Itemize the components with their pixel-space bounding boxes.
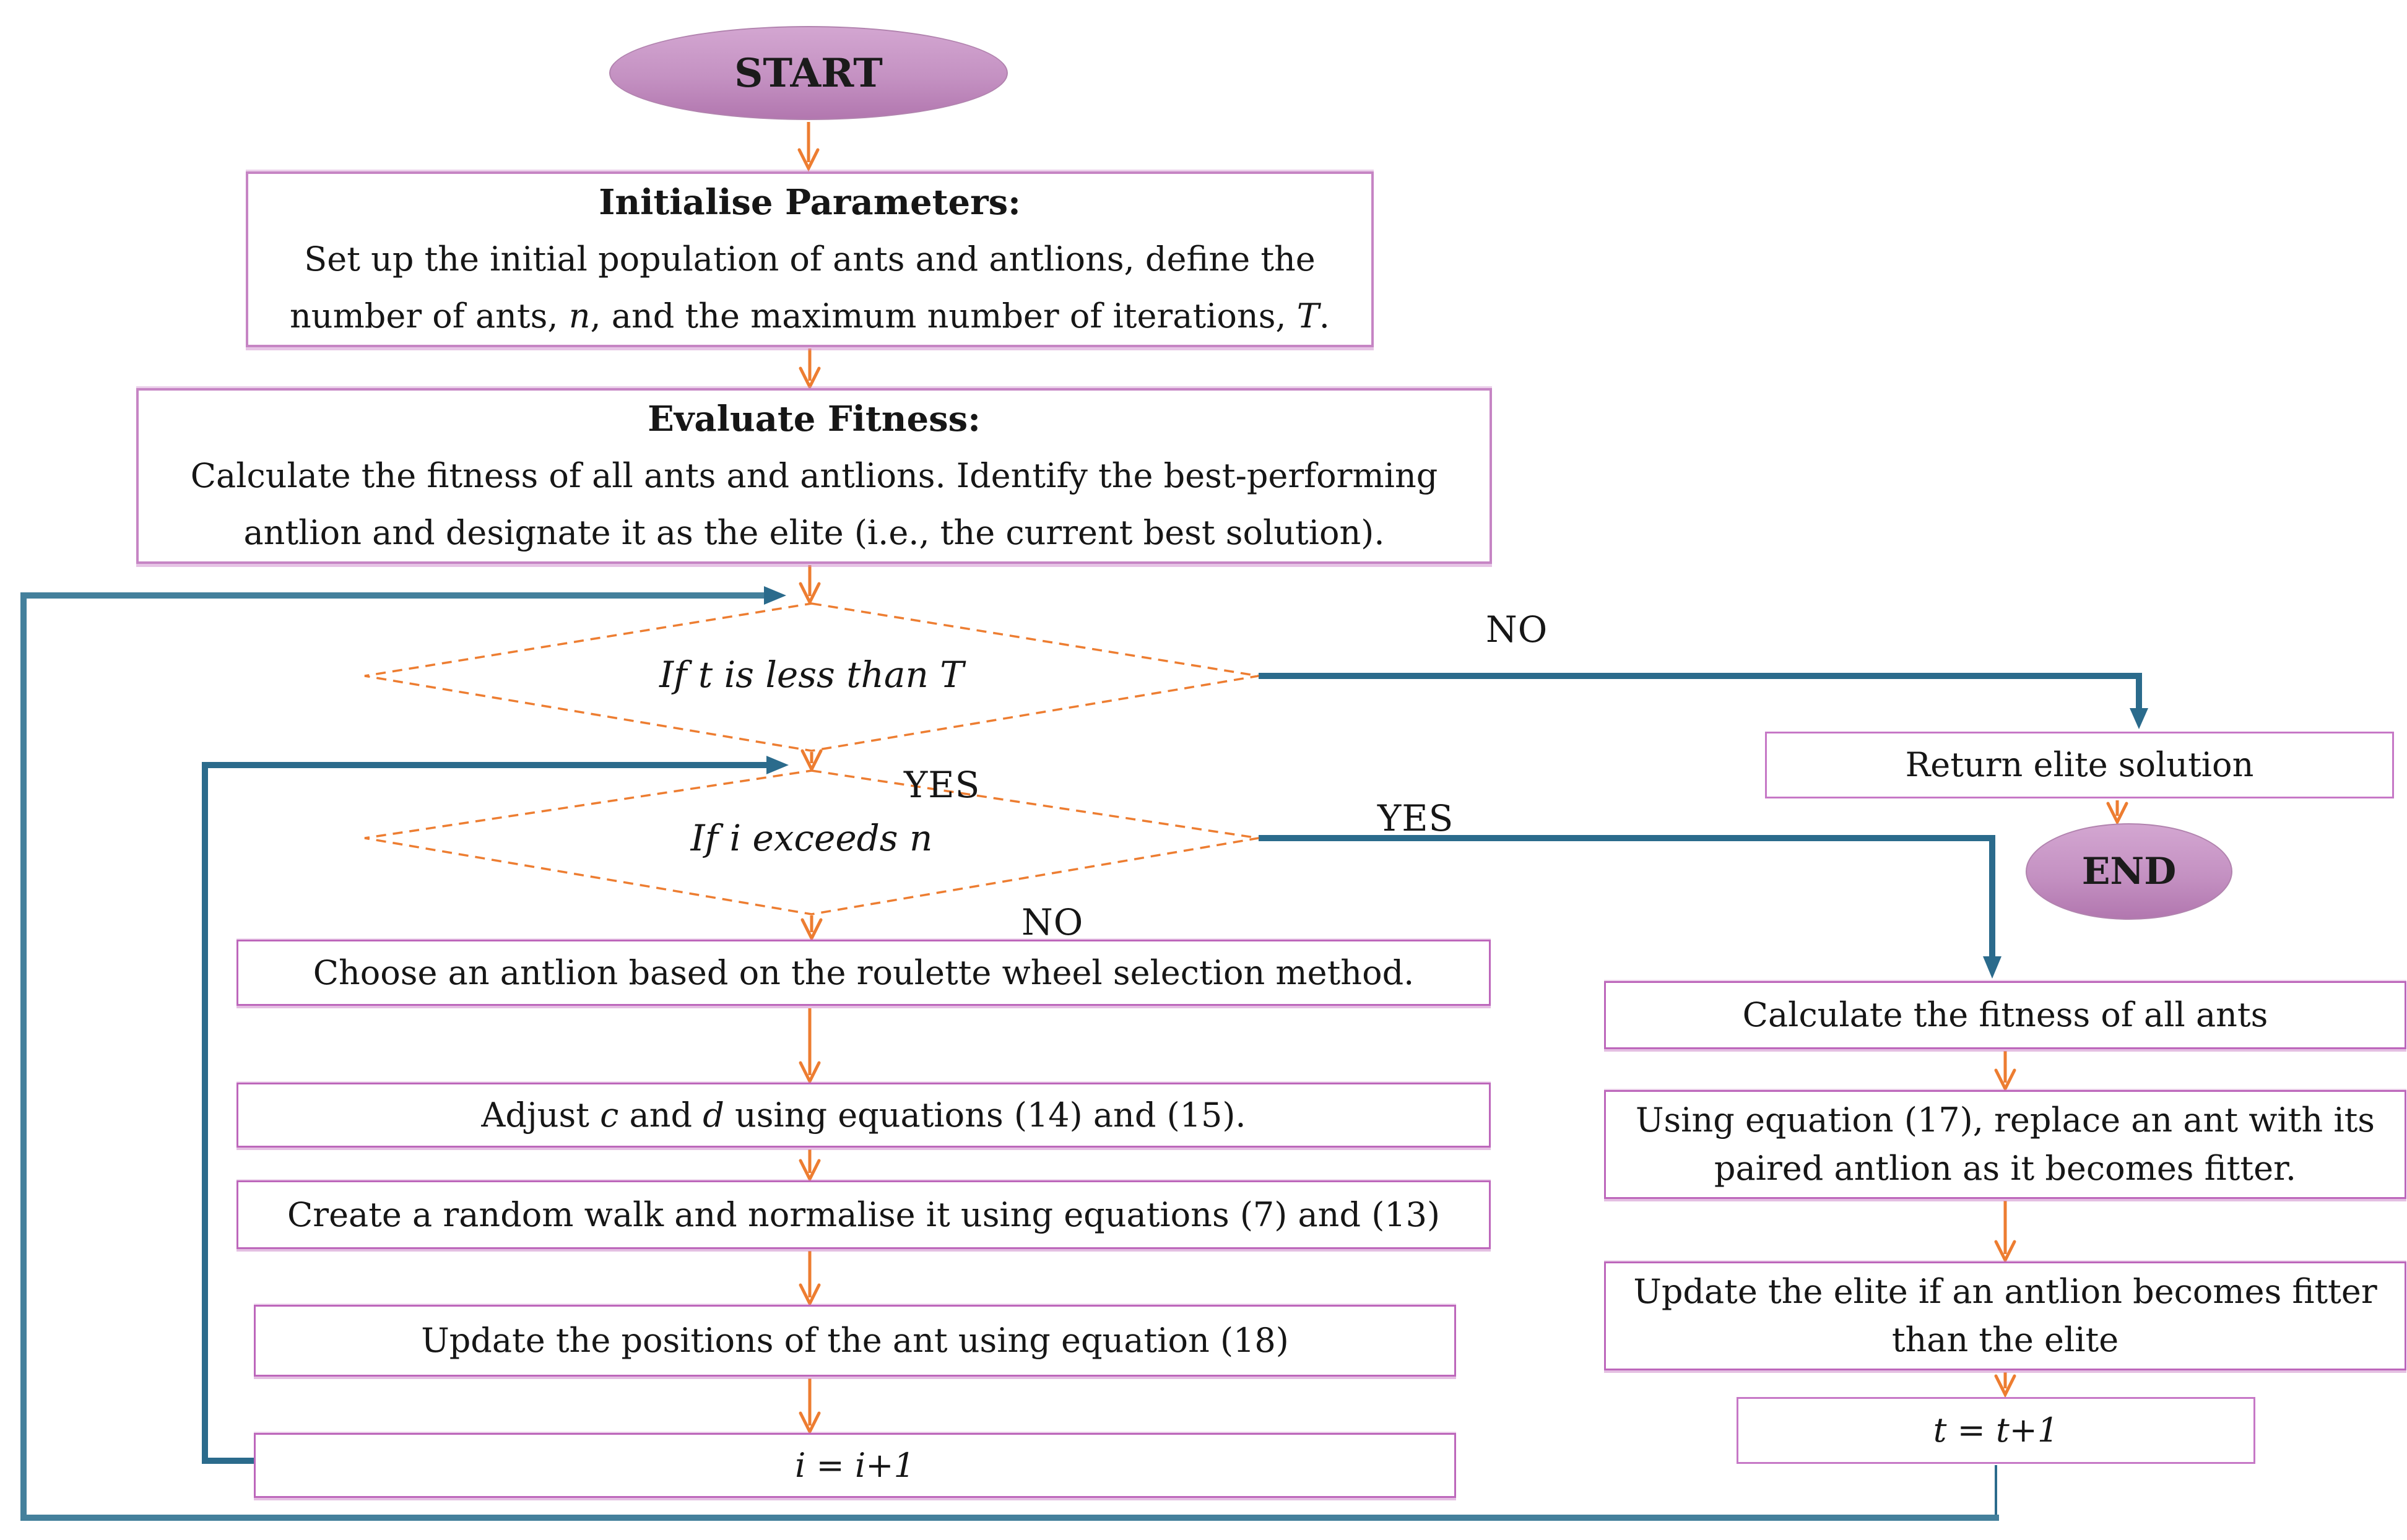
end-label: END: [2081, 850, 2177, 893]
arrow-d1-yes-to-d2: [800, 749, 823, 773]
t-increment-text: t = t+1: [1933, 1411, 2059, 1450]
adjust-c-d-box: Adjust c and d using equations (14) and …: [236, 1083, 1491, 1148]
arrow-calc-to-replace: [1994, 1051, 2016, 1092]
var-n: n: [568, 296, 591, 335]
start-terminal: START: [609, 26, 1008, 120]
var-c: c: [600, 1095, 619, 1135]
replace-ant-line2: paired antlion as it becomes fitter.: [1714, 1149, 2297, 1188]
arrow-adjust-to-random-walk: [799, 1149, 821, 1183]
evaluate-line1: Calculate the fitness of all ants and an…: [190, 456, 1438, 495]
i-increment-text: i = i+1: [795, 1445, 915, 1485]
t-increment-box: t = t+1: [1737, 1397, 2255, 1464]
arrow-replace-to-update-elite: [1994, 1201, 2016, 1264]
var-T: T: [1296, 296, 1319, 335]
update-elite-box: Update the elite if an antlion becomes f…: [1604, 1261, 2406, 1370]
i-increment-box: i = i+1: [254, 1433, 1456, 1498]
arrow-random-walk-to-update-positions: [799, 1251, 821, 1307]
replace-ant-box: Using equation (17), replace an ant with…: [1604, 1090, 2406, 1199]
loop-outer-arrowhead: [764, 586, 786, 605]
adjust-c-d-text: Adjust c and d using equations (14) and …: [481, 1095, 1246, 1135]
arrow-return-to-end: [2106, 800, 2128, 826]
branch-d2-yes: [1259, 835, 1995, 956]
arrow-start-to-initialise: [797, 122, 820, 172]
branch-d2-yes-arrowhead: [1983, 956, 2001, 979]
d1-no-label: NO: [1486, 608, 1548, 651]
loop-inner: [202, 762, 766, 1464]
initialise-parameters-box: Initialise Parameters: Set up the initia…: [246, 171, 1374, 347]
d2-no-label: NO: [1021, 901, 1084, 943]
initialise-title: Initialise Parameters:: [599, 182, 1021, 223]
loop-outer: [20, 592, 1999, 1521]
choose-antlion-box: Choose an antlion based on the roulette …: [236, 940, 1491, 1006]
choose-antlion-text: Choose an antlion based on the roulette …: [313, 953, 1415, 992]
arrow-update-elite-to-t-increment: [1994, 1372, 2016, 1398]
d1-yes-label: YES: [904, 764, 981, 806]
d2-yes-label: YES: [1377, 797, 1454, 839]
arrow-evaluate-to-d1: [799, 565, 821, 606]
start-label: START: [734, 50, 883, 97]
update-positions-text: Update the positions of the ant using eq…: [421, 1321, 1289, 1360]
initialise-line2: number of ants, n, and the maximum numbe…: [290, 296, 1330, 335]
branch-d1-no: [1259, 673, 2142, 708]
evaluate-title: Evaluate Fitness:: [648, 399, 981, 439]
decision-diamond-i-exceeds-n: [364, 769, 1259, 915]
calc-fitness-text: Calculate the fitness of all ants: [1742, 995, 2268, 1034]
replace-ant-line1: Using equation (17), replace an ant with…: [1635, 1101, 2375, 1140]
arrow-initialise-to-evaluate: [799, 348, 821, 391]
update-elite-line2: than the elite: [1891, 1320, 2119, 1359]
end-terminal: END: [2026, 823, 2232, 920]
calc-fitness-box: Calculate the fitness of all ants: [1604, 981, 2406, 1049]
update-elite-line1: Update the elite if an antlion becomes f…: [1633, 1272, 2377, 1311]
decision-t-less-than-T-label: If t is less than T: [659, 654, 964, 696]
return-elite-text: Return elite solution: [1905, 745, 2254, 784]
decision-diamond-t-less-than-T: [364, 602, 1259, 752]
evaluate-fitness-box: Evaluate Fitness: Calculate the fitness …: [136, 388, 1492, 564]
arrow-d2-no-to-choose: [800, 915, 823, 942]
random-walk-box: Create a random walk and normalise it us…: [236, 1180, 1491, 1249]
branch-d1-no-arrowhead: [2130, 708, 2148, 729]
return-elite-box: Return elite solution: [1765, 732, 2394, 798]
var-d: d: [703, 1095, 724, 1135]
evaluate-line2: antlion and designate it as the elite (i…: [243, 513, 1385, 552]
random-walk-text: Create a random walk and normalise it us…: [287, 1195, 1441, 1234]
loop-inner-arrowhead: [766, 756, 789, 774]
initialise-line1: Set up the initial population of ants an…: [304, 240, 1316, 279]
arrow-update-positions-to-i-increment: [799, 1378, 821, 1435]
arrow-choose-to-adjust: [799, 1008, 821, 1085]
decision-i-exceeds-n-label: If i exceeds n: [690, 817, 933, 859]
update-positions-box: Update the positions of the ant using eq…: [254, 1305, 1456, 1377]
